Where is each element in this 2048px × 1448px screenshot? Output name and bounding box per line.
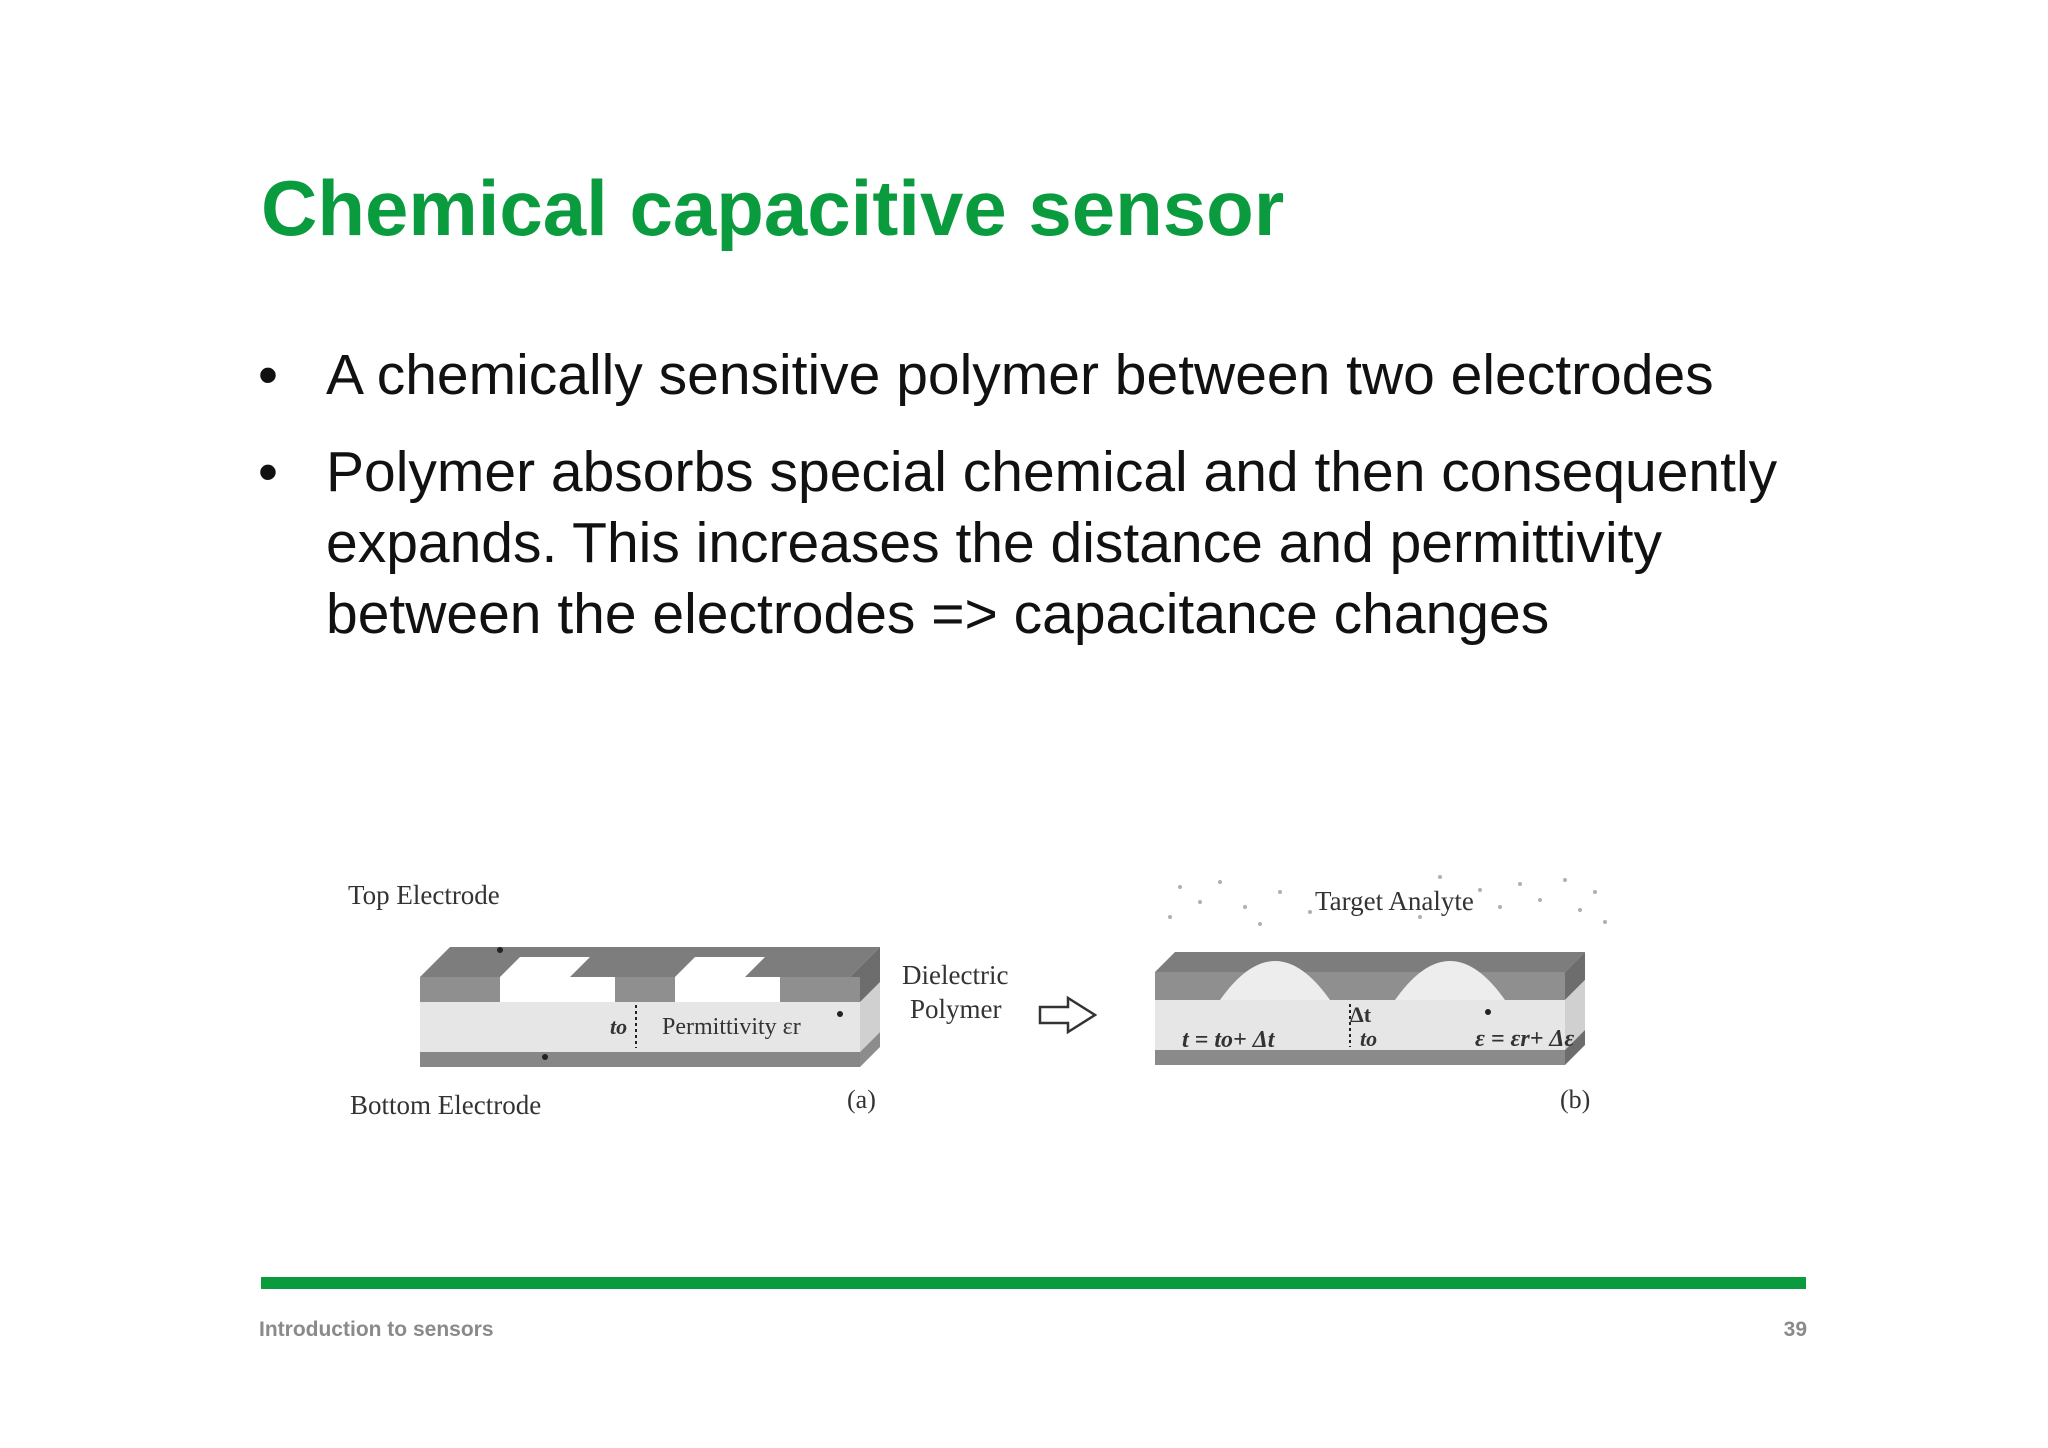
panel-b: Target Analyte t = to+ Δt Δt to ε = εr+ … (1155, 875, 1607, 1114)
top-electrode-b-top (1155, 952, 1585, 972)
polymer-b-side (1565, 980, 1585, 1050)
dielectric-polymer-side (860, 982, 880, 1052)
page-number: 39 (1783, 1318, 1807, 1341)
sensor-diagram-figure: Top Electrode Bottom Electrode Dielectri… (320, 862, 1720, 1162)
top-electrode-front-3 (780, 977, 860, 1002)
analyte-particles (1168, 875, 1607, 926)
t-formula-label: t = to+ Δt (1182, 1027, 1276, 1053)
bullet-item: • Polymer absorbs special chemical and t… (258, 437, 1858, 650)
bottom-electrode-b-front (1155, 1050, 1565, 1065)
slide-title: Chemical capacitive sensor (261, 164, 1285, 252)
leader-dot (542, 1054, 548, 1060)
t0-label: to (610, 1014, 627, 1039)
top-electrode-label: Top Electrode (348, 880, 500, 910)
bottom-electrode-front (420, 1052, 860, 1067)
sensor-diagram: Top Electrode Bottom Electrode Dielectri… (348, 875, 1607, 1120)
leader-dot (497, 947, 503, 953)
t0-b-label: to (1360, 1026, 1377, 1051)
top-electrode-top-face (420, 947, 880, 977)
polymer-bulge-1 (1220, 961, 1330, 1000)
footer-divider (261, 1277, 1806, 1289)
top-electrode-hole-1 (500, 957, 590, 977)
right-arrow-icon (1038, 995, 1098, 1035)
leader-dot (1485, 1009, 1491, 1015)
bullet-symbol: • (258, 343, 278, 407)
bullet-symbol: • (258, 440, 278, 504)
dielectric-polymer-front (420, 1002, 860, 1052)
target-analyte-label: Target Analyte (1315, 886, 1474, 916)
panel-b-label: (b) (1560, 1085, 1590, 1114)
bullet-list: • A chemically sensitive polymer between… (258, 340, 1858, 676)
top-electrode-b-front (1155, 972, 1565, 1000)
top-electrode-side (850, 947, 880, 1002)
polymer-label: Polymer (910, 994, 1002, 1024)
epsilon-formula-label: ε = εr+ Δε (1475, 1026, 1574, 1052)
bullet-item: • A chemically sensitive polymer between… (258, 340, 1858, 411)
dielectric-label: Dielectric (902, 960, 1008, 990)
footer-course-title: Introduction to sensors (259, 1318, 494, 1341)
polymer-bulge-2 (1395, 961, 1505, 1000)
top-electrode-front-1 (420, 977, 500, 1002)
bullet-text: Polymer absorbs special chemical and the… (326, 440, 1778, 646)
permittivity-label: Permittivity εr (662, 1014, 801, 1040)
top-electrode-b-side (1565, 952, 1585, 1000)
leader-dot (837, 1011, 843, 1017)
polymer-b-front (1155, 1000, 1565, 1050)
panel-a-label: (a) (847, 1085, 876, 1114)
bullet-text: A chemically sensitive polymer between t… (326, 343, 1714, 407)
bottom-electrode-label: Bottom Electrode (350, 1090, 541, 1120)
bottom-electrode-b-side (1565, 1030, 1585, 1065)
panel-a: Top Electrode Bottom Electrode Dielectri… (348, 880, 1008, 1120)
delta-t-label: Δt (1350, 1002, 1372, 1027)
top-electrode-front-2 (615, 977, 675, 1002)
top-electrode-hole-2 (675, 957, 765, 977)
